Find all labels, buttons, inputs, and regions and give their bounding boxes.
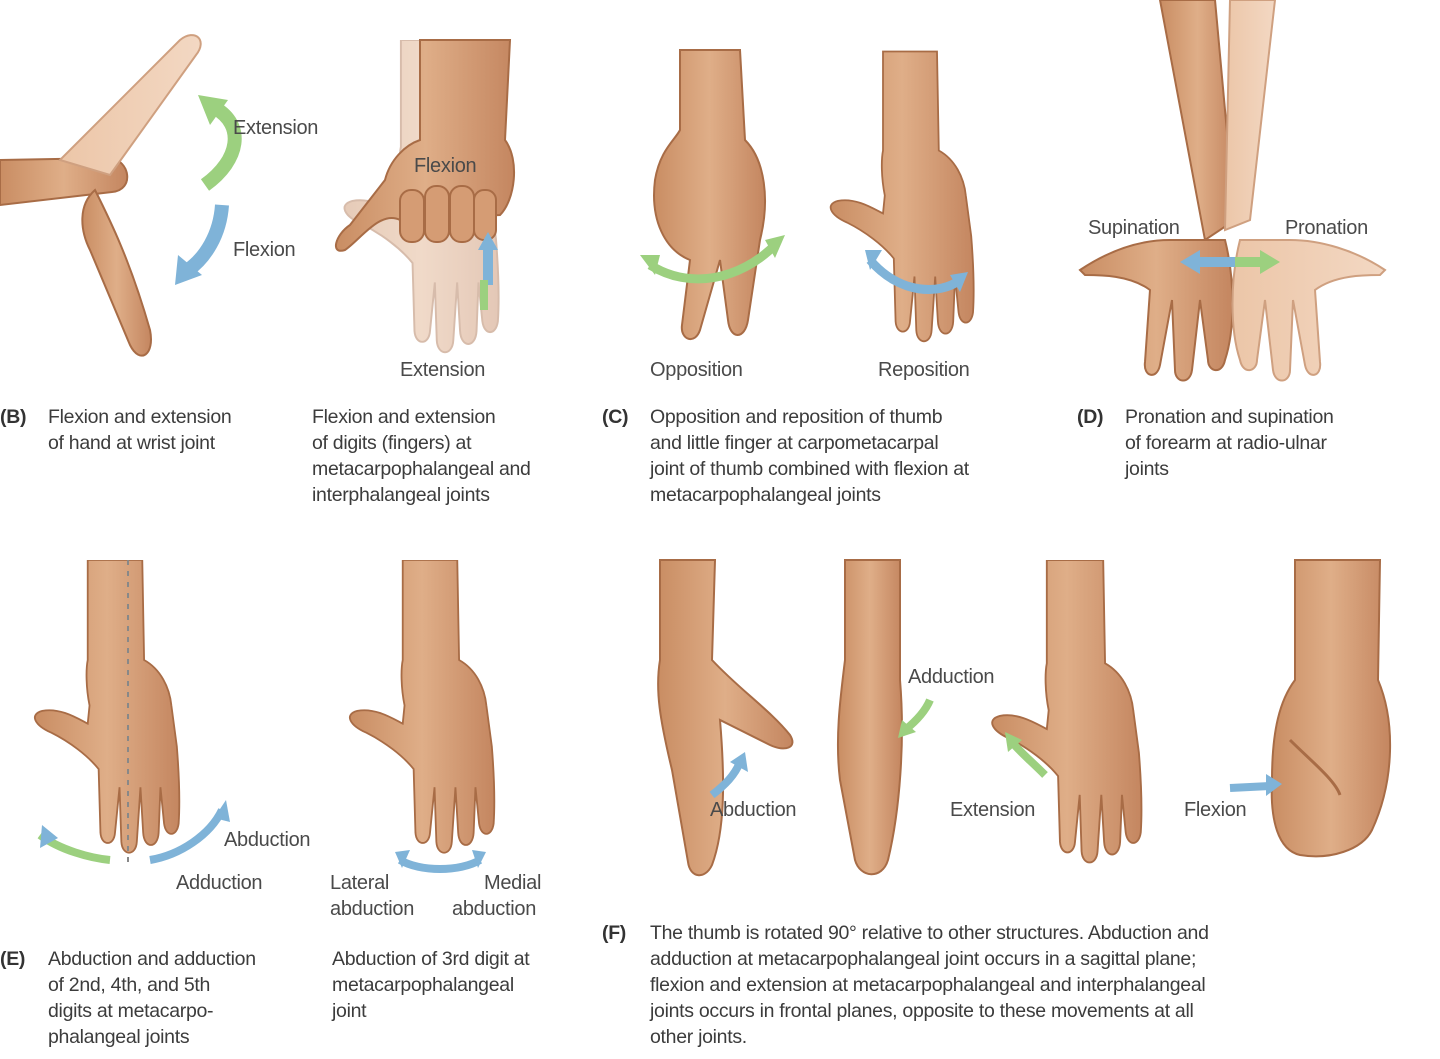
caption-e: (E) Abduction and adduction of 2nd, 4th,… — [0, 946, 256, 1050]
pronation-supination-figure — [1078, 0, 1387, 382]
thumb-adduction-figure — [836, 559, 934, 876]
caption-f: (F) The thumb is rotated 90° relative to… — [602, 920, 1209, 1050]
label-lateral-abduction-line1: Lateral — [330, 872, 390, 894]
thumb-extension-figure — [991, 560, 1143, 864]
caption-e-line: Abduction and adduction — [48, 948, 256, 970]
caption-d: (D) Pronation and supination of forearm … — [1077, 404, 1334, 482]
label-reposition: Reposition — [878, 359, 970, 381]
label-thumb-extension: Extension — [950, 799, 1036, 821]
caption-digits-line: metacarpophalangeal and — [312, 458, 531, 480]
digit-abduction-adduction-figure — [33, 560, 230, 865]
caption-c-tag: (C) — [602, 406, 629, 428]
caption-third-digit-line: Abduction of 3rd digit at — [332, 948, 530, 970]
label-pronation: Pronation — [1285, 217, 1368, 239]
thumb-flexion-figure — [1229, 559, 1392, 858]
caption-c-line: Opposition and reposition of thumb — [650, 406, 943, 428]
label-medial-abduction-line2: abduction — [452, 898, 537, 920]
caption-d-tag: (D) — [1077, 406, 1104, 428]
label-digit-adduction: Adduction — [176, 872, 263, 894]
caption-e-line: digits at metacarpo- — [48, 1000, 214, 1022]
caption-third-digit-line: joint — [332, 1000, 367, 1022]
caption-digits: Flexion and extension of digits (fingers… — [312, 404, 531, 508]
thumb-abduction-figure — [657, 559, 794, 877]
caption-f-line: flexion and extension at metacarpophalan… — [650, 974, 1206, 996]
label-digit-abduction: Abduction — [224, 829, 311, 851]
caption-third-digit: Abduction of 3rd digit at metacarpophala… — [332, 946, 530, 1024]
label-thumb-abduction: Abduction — [710, 799, 797, 821]
caption-f-line: adduction at metacarpophalangeal joint o… — [650, 948, 1197, 970]
caption-f-line: other joints. — [650, 1026, 747, 1048]
caption-digits-line: Flexion and extension — [312, 406, 496, 428]
caption-b-line: of hand at wrist joint — [48, 432, 215, 454]
caption-e-line: phalangeal joints — [48, 1026, 190, 1048]
label-wrist-extension: Extension — [233, 117, 319, 139]
opposition-figure — [640, 49, 785, 340]
caption-c-line: and little finger at carpometacarpal — [650, 432, 939, 454]
label-thumb-adduction: Adduction — [908, 666, 995, 688]
caption-digits-line: interphalangeal joints — [312, 484, 490, 506]
reposition-figure — [829, 50, 975, 343]
label-opposition: Opposition — [650, 359, 743, 381]
caption-digits-line: of digits (fingers) at — [312, 432, 472, 454]
caption-c: (C) Opposition and reposition of thumb a… — [602, 404, 969, 508]
label-digit-extension: Extension — [400, 359, 486, 381]
caption-e-tag: (E) — [0, 948, 26, 970]
caption-f-tag: (F) — [602, 922, 626, 944]
caption-c-line: metacarpophalangeal joints — [650, 484, 881, 506]
caption-f-line: The thumb is rotated 90° relative to oth… — [650, 922, 1209, 944]
label-medial-abduction-line1: Medial — [484, 872, 542, 894]
caption-f-line: joints occurs in frontal planes, opposit… — [650, 1000, 1194, 1022]
digit-flexion-extension-figure — [335, 39, 516, 354]
caption-d-line: Pronation and supination — [1125, 406, 1334, 428]
caption-b-line: Flexion and extension — [48, 406, 232, 428]
label-lateral-abduction-line2: abduction — [330, 898, 415, 920]
label-supination: Supination — [1088, 217, 1180, 239]
label-thumb-flexion: Flexion — [1184, 799, 1247, 821]
caption-d-line: of forearm at radio-ulnar — [1125, 432, 1327, 454]
caption-e-line: of 2nd, 4th, and 5th — [48, 974, 211, 996]
third-digit-abduction-figure — [348, 560, 496, 873]
caption-b: (B) Flexion and extension of hand at wri… — [0, 404, 232, 456]
caption-d-line: joints — [1125, 458, 1169, 480]
caption-c-line: joint of thumb combined with flexion at — [650, 458, 969, 480]
label-wrist-flexion: Flexion — [233, 239, 296, 261]
caption-b-tag: (B) — [0, 406, 27, 428]
wrist-flexion-extension-figure — [0, 34, 242, 357]
caption-third-digit-line: metacarpophalangeal — [332, 974, 514, 996]
label-digit-flexion: Flexion — [414, 155, 477, 177]
